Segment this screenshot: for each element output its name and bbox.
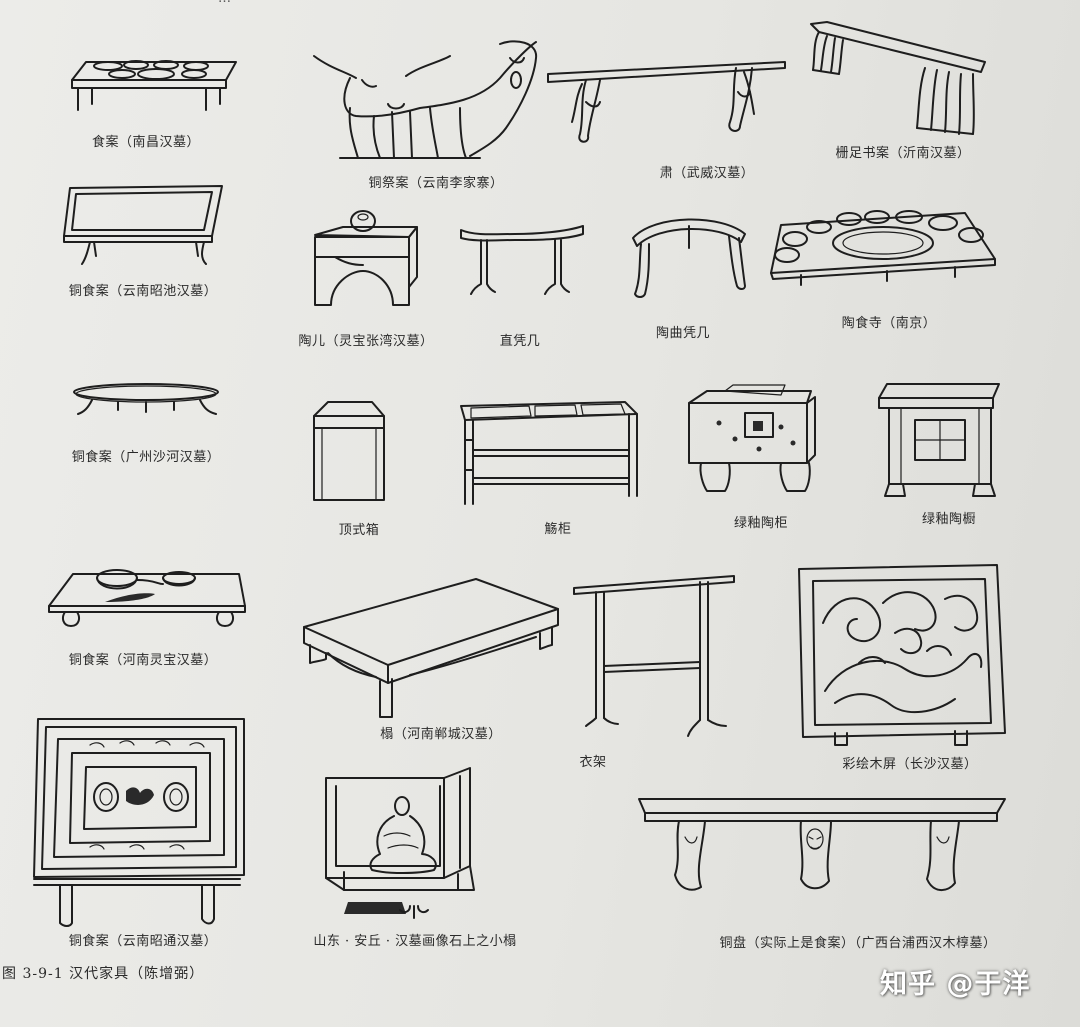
illustration-painted-wooden-screen [795, 563, 1010, 753]
caption: 绿釉陶橱 [921, 512, 977, 527]
caption: 榻（河南郸城汉墓） [380, 727, 502, 742]
caption: 山东 · 安丘 · 汉墓画像石上之小榻 [313, 934, 517, 949]
illustration-grid-leg-book-table [805, 16, 995, 136]
caption: 铜祭案（云南李家寨） [368, 176, 504, 191]
caption: 铜食案（河南灵宝汉墓） [68, 653, 218, 668]
illustration-wuwei-table [540, 52, 790, 152]
caption: 铜食案（云南昭通汉墓） [68, 934, 218, 949]
caption: 绿釉陶柜 [733, 516, 789, 531]
caption: 铜盘（实际上是食案）（广西台浦西汉木椁墓） [719, 936, 997, 951]
illustration-pottery-stand-lingbao [305, 205, 425, 320]
illustration-bronze-food-table-shahe [70, 382, 225, 422]
illustration-clothes-rack [570, 570, 740, 750]
caption: 彩绘木屏（长沙汉墓） [842, 757, 978, 772]
illustration-green-glazed-pottery-cupboard [875, 380, 1005, 500]
caption: 栅足书案（沂南汉墓） [835, 146, 971, 161]
cut-off-heading: … [218, 0, 231, 6]
illustration-bronze-food-table-zhaochi [60, 184, 230, 269]
illustration-pottery-food-tray-nanjing [765, 205, 1000, 295]
illustration-bronze-food-table-lingbao [45, 560, 250, 635]
figure-caption: 图 3-9-1 汉代家具（陈增弼） [2, 966, 205, 982]
watermark: 知乎 @于洋 [880, 969, 1031, 1000]
caption: 铜食案（广州沙河汉墓） [71, 450, 221, 465]
illustration-cabinet [455, 400, 645, 510]
illustration-small-couch-stone-relief [318, 766, 478, 926]
illustration-bronze-food-table-zhaotong [30, 715, 250, 930]
caption: 食案（南昌汉墓） [91, 135, 201, 150]
caption: 衣架 [579, 755, 607, 770]
caption: 肃（武威汉墓） [659, 166, 755, 181]
caption: 陶曲凭几 [655, 326, 711, 341]
illustration-green-glazed-pottery-cabinet [685, 383, 820, 498]
illustration-bronze-sacrificial-table [310, 38, 545, 168]
illustration-pottery-curved-armrest [625, 210, 755, 305]
caption: 铜食案（云南昭池汉墓） [68, 284, 218, 299]
illustration-couch-dancheng [300, 575, 565, 725]
caption: 觞柜 [544, 522, 572, 537]
illustration-food-table-nanchang [66, 52, 241, 122]
caption: 顶式箱 [338, 523, 380, 538]
illustration-bronze-tray-hepu [635, 793, 1010, 908]
illustration-straight-armrest [455, 220, 590, 300]
illustration-box-with-lid [308, 398, 388, 508]
caption: 直凭几 [499, 334, 541, 349]
caption: 陶食寺（南京） [841, 316, 937, 331]
caption: 陶儿（灵宝张湾汉墓） [298, 334, 434, 349]
